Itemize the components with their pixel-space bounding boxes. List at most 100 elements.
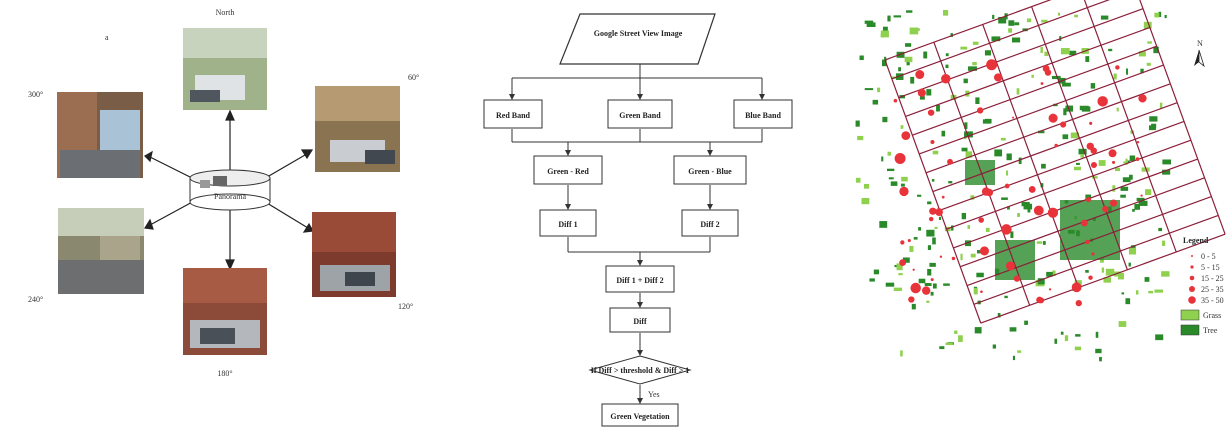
vegetation-patch (1075, 334, 1081, 337)
north-arrow-label: N (1197, 39, 1203, 48)
vegetation-patch (919, 96, 925, 100)
sample-point (1060, 121, 1067, 128)
sample-point (1028, 186, 1036, 193)
band-red-label: Red Band (496, 111, 531, 120)
vegetation-patch (1154, 12, 1160, 18)
flow-start-label: Google Street View Image (594, 29, 683, 38)
vegetation-patch (911, 303, 916, 310)
vegetation-patch (881, 59, 887, 67)
vegetation-patch (1017, 213, 1021, 217)
street-avenue (932, 102, 1178, 193)
vegetation-patch (896, 263, 903, 271)
vegetation-patch (1085, 194, 1092, 200)
sample-point (900, 240, 905, 245)
vegetation-patch (973, 287, 978, 295)
vegetation-patch (970, 195, 975, 200)
vegetation-patch (1095, 331, 1099, 338)
vegetation-patch (961, 212, 967, 220)
sample-point (1048, 288, 1052, 291)
vegetation-patch (1070, 132, 1079, 139)
vegetation-patch (882, 26, 888, 33)
sample-point (1071, 282, 1082, 293)
vegetation-patch (918, 278, 926, 284)
street-avenue (980, 233, 1226, 324)
sample-point (1090, 161, 1097, 168)
diff2-label: Diff 2 (700, 220, 719, 229)
sample-point (893, 98, 898, 103)
vegetation-patch (1041, 163, 1046, 169)
vegetation-patch (900, 183, 905, 187)
sample-point (908, 296, 915, 303)
vegetation-patch (967, 225, 971, 229)
vegetation-patch (918, 227, 921, 231)
vegetation-map: N Legend 0 - 5 5 - 15 15 - 25 25 - 35 (855, 0, 1226, 362)
vegetation-patch (1120, 186, 1129, 191)
vegetation-patch (1132, 208, 1135, 212)
sum-label: Diff 1 + Diff 2 (616, 276, 663, 285)
vegetation-patch (961, 147, 968, 152)
street-avenue (912, 45, 1157, 136)
vegetation-patch (985, 227, 990, 233)
vegetation-patch (904, 56, 913, 63)
vegetation-patch (942, 10, 949, 16)
sample-point (917, 88, 926, 97)
panel-letter: a (105, 33, 109, 42)
tree-block (965, 160, 995, 185)
vegetation-patch (974, 327, 982, 334)
vegetation-patch (905, 43, 912, 47)
sample-point (901, 131, 911, 141)
street-avenue (953, 158, 1198, 249)
vegetation-patch (963, 78, 968, 84)
label-sw: 240° (28, 295, 43, 304)
street-cross (1079, 0, 1177, 253)
vegetation-patch (1036, 241, 1043, 244)
panorama-label: Panorama (214, 192, 246, 201)
vegetation-patch (1023, 203, 1033, 210)
sample-point (941, 74, 951, 84)
sample-point (1108, 149, 1117, 158)
vegetation-patch (1011, 37, 1021, 43)
vegetation-patch (1044, 51, 1049, 57)
vegetation-patch (938, 216, 941, 220)
street-cross (933, 42, 1031, 306)
vegetation-patch (972, 62, 977, 66)
legend-label-0: 0 - 5 (1201, 252, 1216, 261)
photo-north (183, 28, 267, 110)
vegetation-patch (1010, 231, 1014, 238)
vegetation-patch (1143, 21, 1152, 29)
vegetation-patch (998, 16, 1007, 24)
legend-item-4: 35 - 50 (1188, 296, 1224, 305)
street-cross (982, 24, 1080, 288)
street-cross (1128, 0, 1226, 235)
sample-point (1091, 252, 1095, 256)
vegetation-patch (1008, 20, 1015, 26)
vegetation-patch (934, 226, 938, 229)
sample-point (1088, 275, 1093, 280)
vegetation-patch (1162, 169, 1171, 175)
street-cross (884, 59, 982, 324)
sample-point (977, 107, 984, 114)
vegetation-patch (984, 50, 991, 56)
legend-item-0: 0 - 5 (1191, 252, 1216, 261)
vegetation-patch (1074, 14, 1078, 18)
photo-sw (58, 208, 144, 294)
vegetation-patch (917, 194, 922, 197)
vegetation-patch (1078, 148, 1087, 155)
legend-item-1: 5 - 15 (1190, 263, 1220, 272)
sample-point (1033, 205, 1044, 216)
diff1-label: Diff 1 (558, 220, 577, 229)
sample-point (922, 286, 931, 295)
vegetation-patch (972, 41, 979, 45)
end-label: Green Vegetation (610, 412, 670, 421)
flow-diff2: Diff 2 (681, 209, 739, 237)
vegetation-patch (1007, 206, 1010, 210)
vegetation-patch (864, 20, 874, 24)
vegetation-patch (1116, 107, 1119, 112)
street-grid (884, 0, 1226, 324)
vegetation-patch (1099, 356, 1102, 362)
vegetation-patch (1041, 19, 1048, 23)
vegetation-patch (960, 46, 968, 50)
legend-label-1: 5 - 15 (1201, 263, 1220, 272)
street-avenue (925, 83, 1171, 174)
sample-point (915, 70, 925, 80)
